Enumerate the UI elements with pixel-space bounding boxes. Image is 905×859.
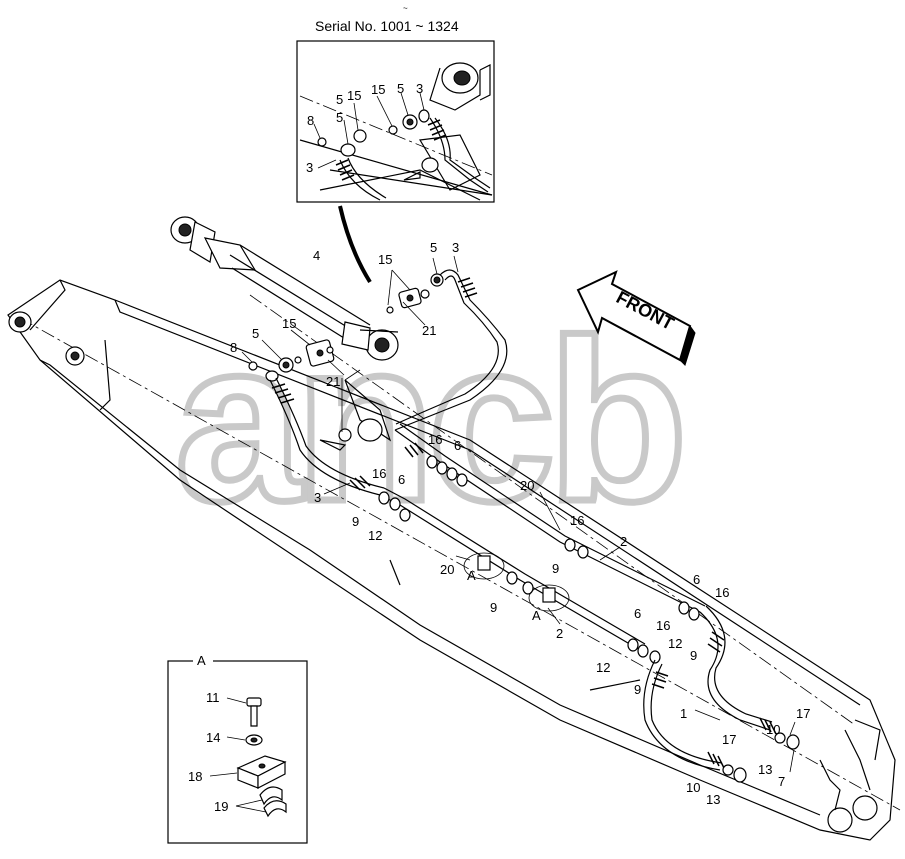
callout-9: 9 xyxy=(690,648,697,663)
callout-9: 9 xyxy=(490,600,497,615)
inset-label-15: 15 xyxy=(347,88,361,103)
callout-2: 2 xyxy=(620,534,627,549)
callout-5: 5 xyxy=(430,240,437,255)
callout-16: 16 xyxy=(570,513,584,528)
detail-callout-14: 14 xyxy=(206,730,220,745)
callout-12: 12 xyxy=(596,660,610,675)
callout-16: 16 xyxy=(428,432,442,447)
callout-8: 8 xyxy=(230,340,237,355)
callout-6: 6 xyxy=(693,572,700,587)
callout-12: 12 xyxy=(368,528,382,543)
inset-label-5: 5 xyxy=(336,92,343,107)
detail-callout-19: 19 xyxy=(214,799,228,814)
callout-7: 7 xyxy=(778,774,785,789)
callout-10: 10 xyxy=(686,780,700,795)
inset-label-3: 3 xyxy=(306,160,313,175)
callout-A: A xyxy=(467,568,476,583)
callout-9: 9 xyxy=(552,561,559,576)
inset-label-15: 15 xyxy=(371,82,385,97)
callout-15: 15 xyxy=(282,316,296,331)
callout-13: 13 xyxy=(706,792,720,807)
small-mark: ~ xyxy=(403,4,408,13)
callout-16: 16 xyxy=(715,585,729,600)
callout-4: 4 xyxy=(313,248,320,263)
serial-number-title: Serial No. 1001 ~ 1324 xyxy=(315,18,459,34)
callout-20: 20 xyxy=(440,562,454,577)
callout-16: 16 xyxy=(656,618,670,633)
callout-6: 6 xyxy=(634,606,641,621)
watermark-text: ancb xyxy=(175,292,680,549)
callout-17: 17 xyxy=(722,732,736,747)
detail-a-box xyxy=(167,654,308,844)
callout-6: 6 xyxy=(454,438,461,453)
callout-15: 15 xyxy=(378,252,392,267)
callout-16: 16 xyxy=(372,466,386,481)
callout-21: 21 xyxy=(422,323,436,338)
callout-2: 2 xyxy=(556,626,563,641)
callout-A: A xyxy=(532,608,541,623)
callout-9: 9 xyxy=(352,514,359,529)
serial-inset-drawing xyxy=(296,40,495,203)
callout-6: 6 xyxy=(398,472,405,487)
boom-assembly-drawing xyxy=(7,279,901,841)
callout-3: 3 xyxy=(314,490,321,505)
detail-title: A xyxy=(197,653,206,668)
inset-label-3: 3 xyxy=(416,81,423,96)
upper-fittings-drawing xyxy=(386,255,508,431)
callout-10: 10 xyxy=(766,722,780,737)
detail-callout-18: 18 xyxy=(188,769,202,784)
callout-12: 12 xyxy=(668,636,682,651)
arm-cylinder-drawing xyxy=(170,216,399,451)
inset-label-5: 5 xyxy=(397,81,404,96)
inset-label-5: 5 xyxy=(336,110,343,125)
callout-17: 17 xyxy=(796,706,810,721)
callout-3: 3 xyxy=(452,240,459,255)
callout-21: 21 xyxy=(326,374,340,389)
callout-5: 5 xyxy=(252,326,259,341)
boom-pipes-drawing xyxy=(349,423,800,783)
callout-13: 13 xyxy=(758,762,772,777)
left-fittings-drawing xyxy=(241,329,385,496)
inset-label-8: 8 xyxy=(307,113,314,128)
callout-20: 20 xyxy=(520,478,534,493)
callout-1: 1 xyxy=(680,706,687,721)
callout-9: 9 xyxy=(634,682,641,697)
detail-callout-11: 11 xyxy=(206,690,220,705)
